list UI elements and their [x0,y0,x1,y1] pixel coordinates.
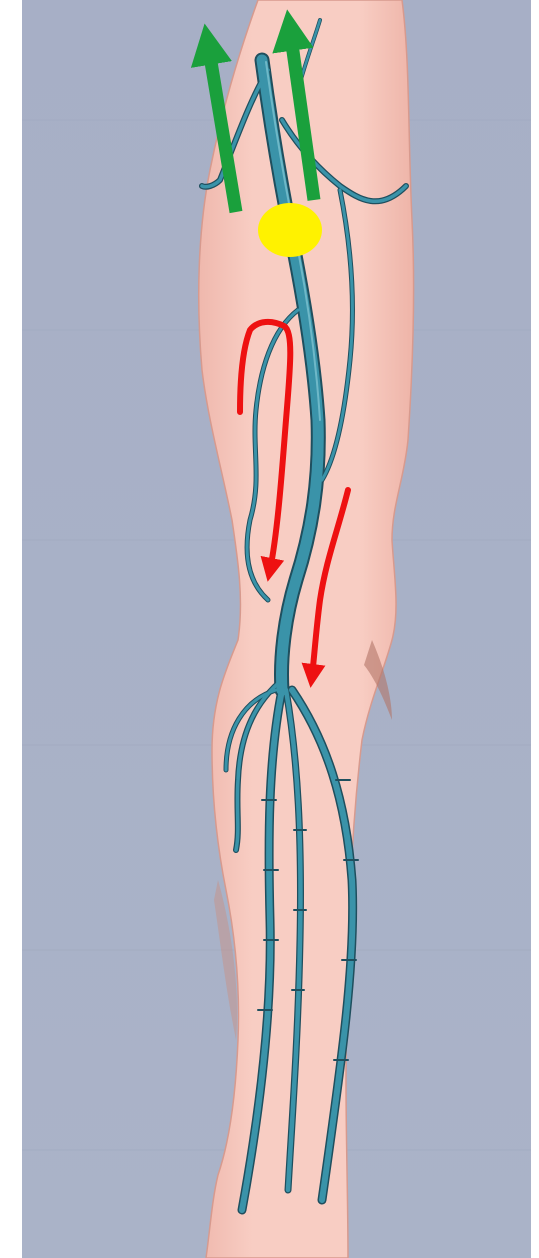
yellow-dot-marker [258,203,322,257]
